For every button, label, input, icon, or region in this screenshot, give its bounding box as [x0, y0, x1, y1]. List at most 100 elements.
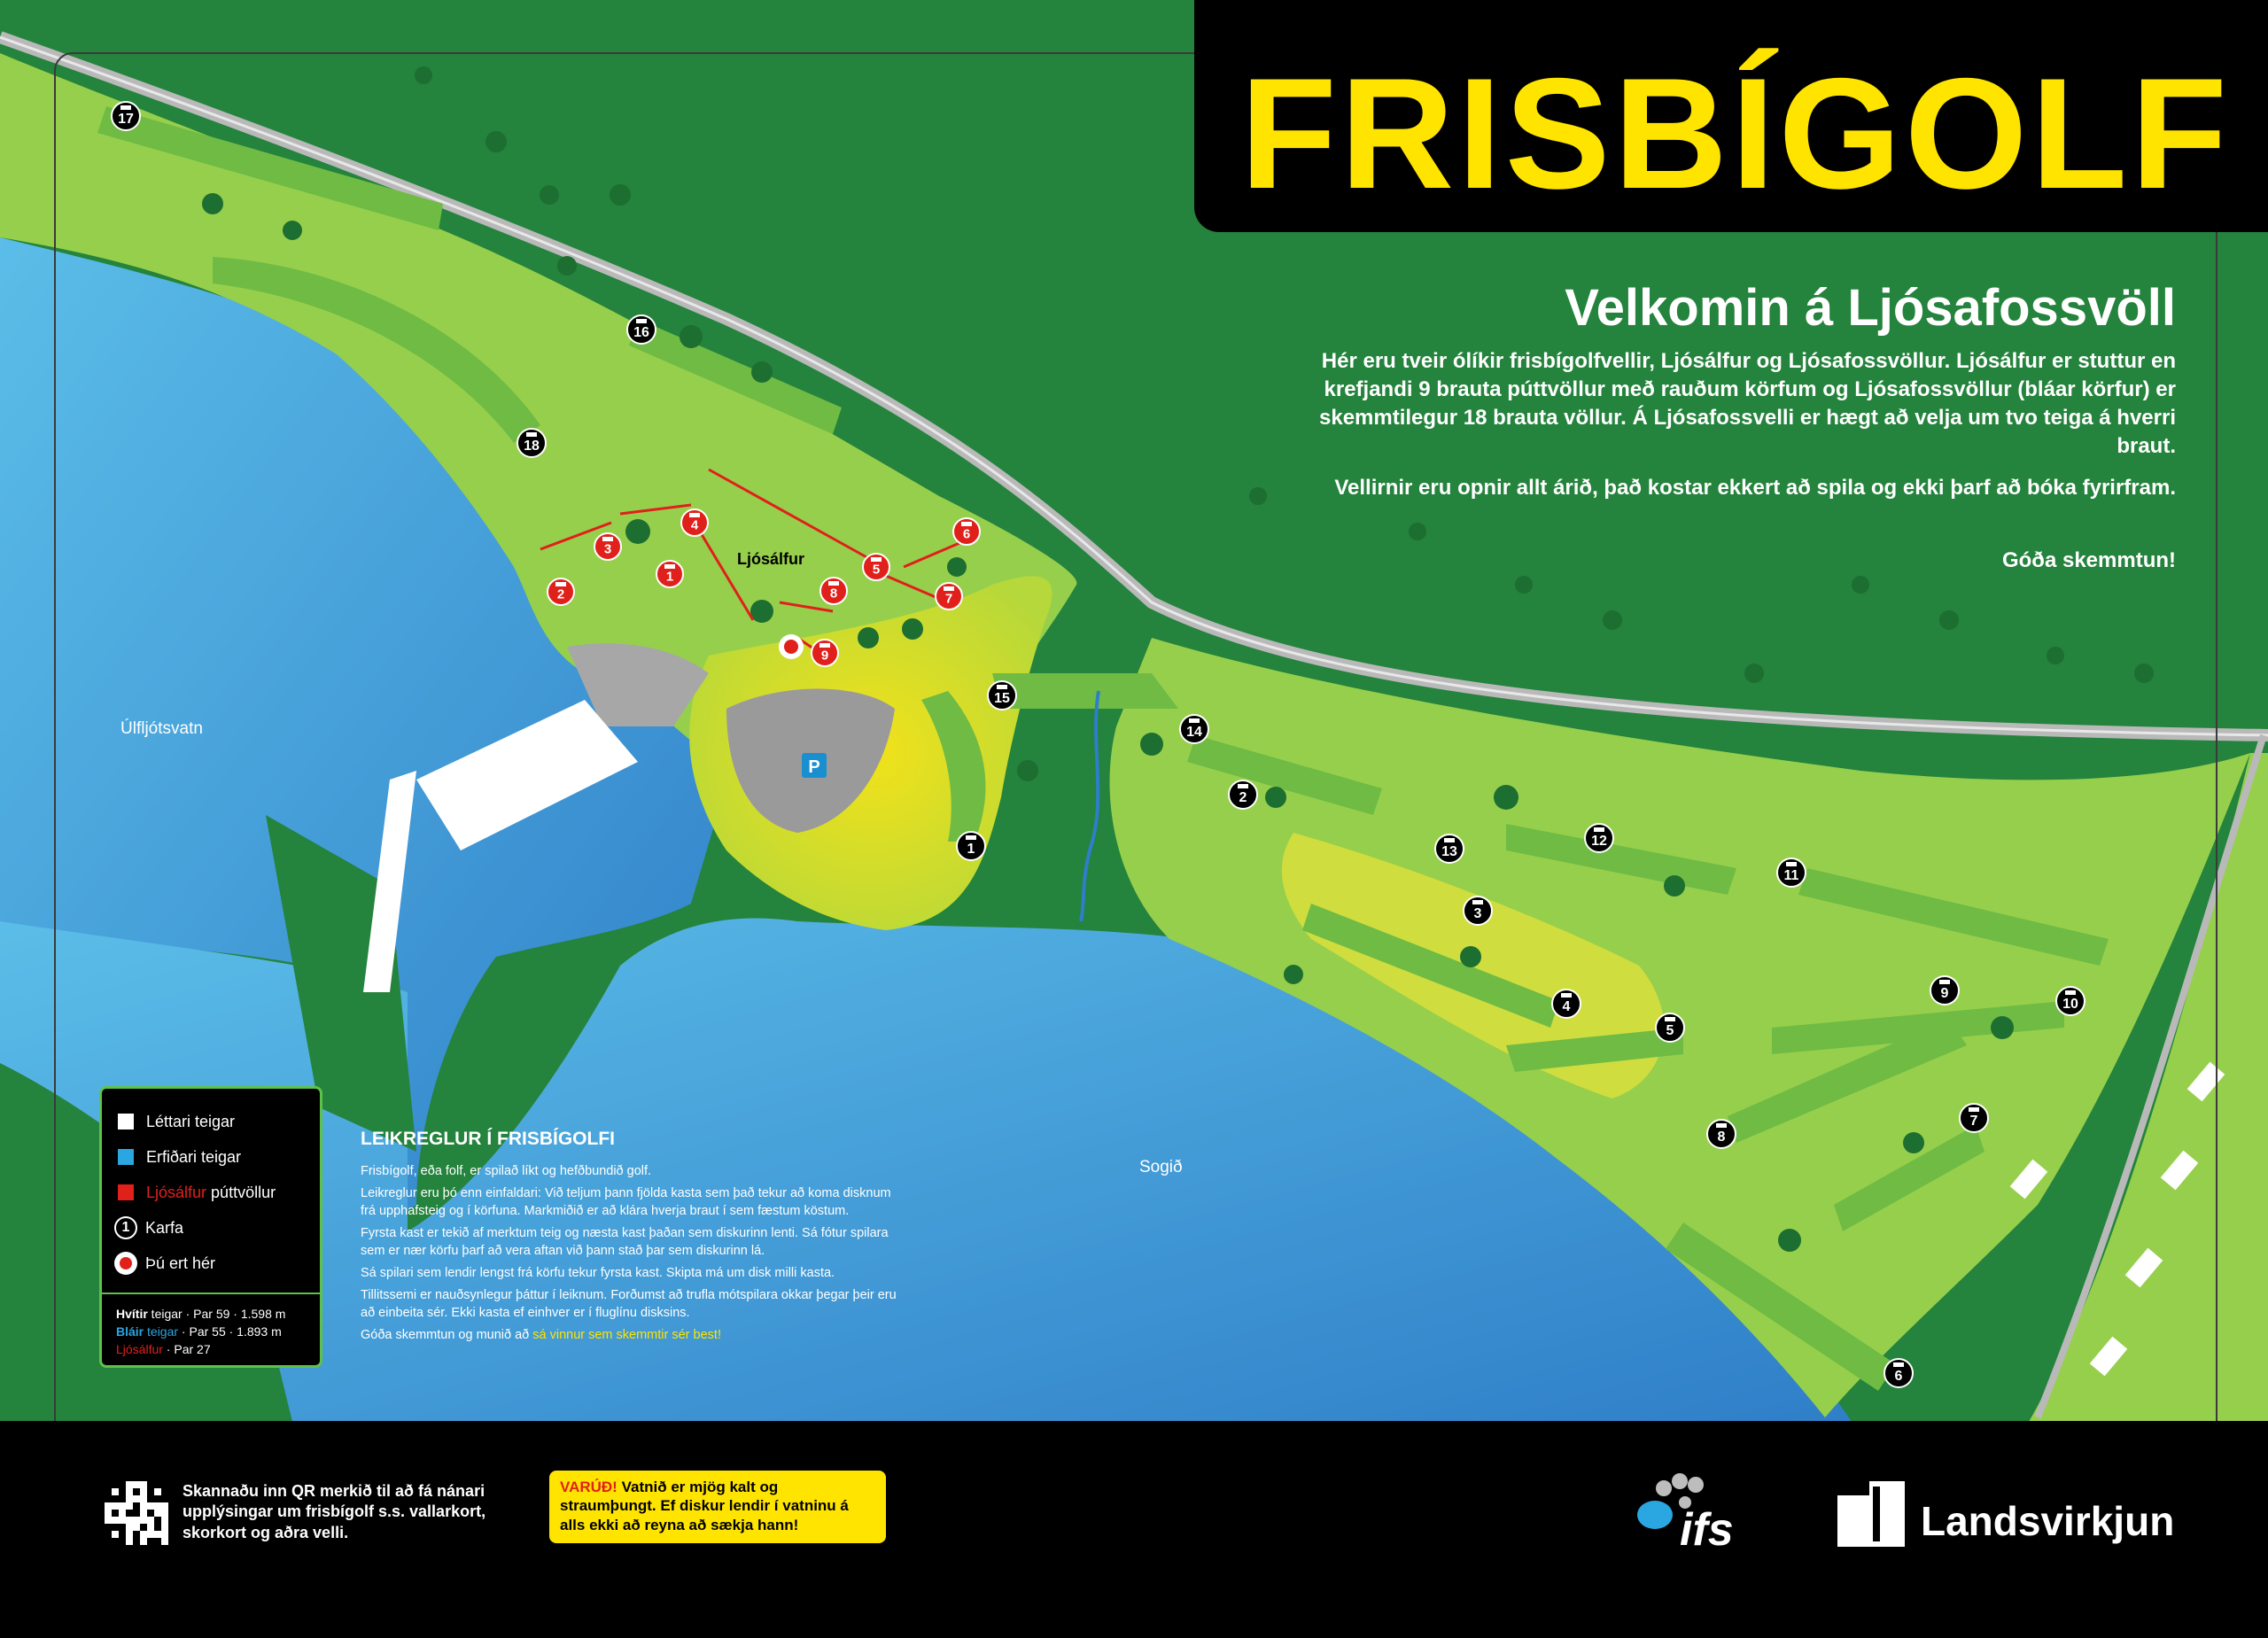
basket-6: 6: [1884, 1358, 1914, 1388]
basket-7: 7: [1959, 1103, 1989, 1133]
basket-number: 12: [1591, 834, 1607, 849]
page-title: FRISBÍGOLF: [1240, 45, 2231, 221]
fairway-8-9: [1728, 1001, 2064, 1143]
basket-circle: [1179, 714, 1209, 744]
welcome-closing: Góða skemmtun!: [2001, 548, 2176, 572]
sponsor-name: Landsvirkjun: [1921, 1498, 2175, 1544]
basket-number: 1: [666, 570, 673, 585]
legend-easy-tee: Léttari teigar: [118, 1108, 235, 1135]
basket-number: 7: [945, 592, 952, 607]
warning-box: VARÚÐ! Vatnið er mjög kalt og straumþung…: [549, 1471, 886, 1543]
basket-number: 3: [1474, 906, 1482, 921]
basket-4: 4: [1551, 989, 1581, 1019]
basket-icon: [2065, 990, 2076, 995]
basket-circle: [1959, 1103, 1989, 1133]
stream: [1079, 690, 1100, 922]
basket-circle: [1584, 823, 1614, 853]
title-banner: [1194, 0, 2268, 232]
basket-icon: [1969, 1107, 1979, 1112]
rules-title: LEIKREGLUR Í FRISBÍGOLFI: [361, 1129, 615, 1149]
qr-instructions: Skannaðu inn QR merkið til að fá nánari …: [183, 1482, 486, 1541]
basket-number: 6: [963, 527, 970, 542]
basket-number: 5: [1666, 1023, 1674, 1038]
basket-circle: [680, 508, 709, 537]
basket-icon: [1893, 1362, 1904, 1367]
warning-lead: VARÚÐ!: [560, 1479, 617, 1495]
basket-icon: [1444, 838, 1455, 842]
par-blue-name: Bláir: [116, 1324, 144, 1339]
lake-ulfljotsvatn: [0, 237, 735, 1223]
par-red-name: Ljósálfur: [116, 1342, 163, 1356]
tree-clusters: [202, 66, 2154, 1252]
basket-icon: [602, 537, 613, 541]
ifs-logo-text: ifs: [1680, 1504, 1734, 1556]
basket-13: 13: [1434, 834, 1464, 864]
welcome-paragraph: Hér eru tveir ólíkir frisbígolfvellir, L…: [1319, 349, 2176, 459]
basket-circle: [547, 578, 575, 606]
rules-closing-lead: Góða skemmtun og munið að: [361, 1328, 533, 1342]
legend-you-are-here: Þú ert hér: [114, 1250, 215, 1277]
basket-icon: [1238, 784, 1248, 788]
welcome-heading: Velkomin á Ljósafossvöll: [1565, 279, 2176, 337]
ifs-logo-icon: ifs: [1637, 1473, 1734, 1556]
basket-number: 17: [118, 112, 134, 127]
pier: [416, 700, 638, 850]
basket-number: 11: [1784, 868, 1799, 883]
river-label: Sogið: [1139, 1158, 1183, 1176]
road-highway-edge: [0, 35, 2268, 737]
legend-basket: 1 Karfa: [114, 1215, 183, 1241]
legend-divider: [102, 1293, 320, 1294]
qr-code-icon[interactable]: [105, 1481, 168, 1545]
basket-circle: [819, 577, 848, 605]
blue-tee-swatch: [118, 1149, 134, 1165]
basket-15: 15: [987, 680, 1017, 710]
basket-5: 5: [1655, 1013, 1685, 1043]
basket-icon: [828, 581, 839, 586]
basket-number: 16: [633, 325, 649, 340]
basket-number: 9: [821, 648, 828, 664]
basket-circle: [952, 517, 981, 546]
rules-paragraph: Leikreglur eru þó enn einfaldari: Við te…: [361, 1186, 891, 1218]
basket-8: 8: [1706, 1119, 1736, 1149]
basket-17: 17: [111, 101, 141, 131]
par-blue: Bláir teigar · Par 55 · 1.893 m: [116, 1324, 282, 1339]
basket-number: 13: [1441, 844, 1457, 859]
par-red: Ljósálfur · Par 27: [116, 1342, 211, 1356]
basket-icon: [997, 685, 1007, 689]
par-white-details: teigar · Par 59 · 1.598 m: [147, 1307, 286, 1321]
rules-paragraph: Sá spilari sem lendir lengst frá körfu t…: [361, 1266, 835, 1280]
basket-icon: [1786, 862, 1797, 866]
putt-basket-7: 7: [935, 582, 963, 610]
basket-circle: [1776, 858, 1806, 888]
basket-circle: [111, 101, 141, 131]
white-tee-swatch: [118, 1114, 134, 1130]
legend-label: Léttari teigar: [146, 1112, 236, 1130]
you-are-here-marker: [779, 634, 804, 659]
legend-putt-course: Ljósálfur púttvöllur: [118, 1179, 276, 1206]
basket-circle: [517, 428, 547, 458]
basket-icon: [664, 564, 675, 569]
basket-circle: [1706, 1119, 1736, 1149]
landsvirkjun-logo-icon: [1837, 1481, 1905, 1547]
parking-sign-letter: P: [808, 757, 819, 777]
basket-circle: [1930, 975, 1960, 1005]
basket-number: 1: [967, 842, 975, 857]
basket-icon: [1472, 900, 1483, 904]
putting-course-label: Ljósálfur: [737, 550, 805, 568]
basket-circle: [1551, 989, 1581, 1019]
rules-paragraph: Frisbígolf, eða folf, er spilað líkt og …: [361, 1164, 652, 1178]
par-blue-details: · Par 55 · 1.893 m: [178, 1324, 282, 1339]
basket-circle: [935, 582, 963, 610]
paved-area: [567, 643, 709, 726]
rules-section: LEIKREGLUR Í FRISBÍGOLFI Frisbígolf, eða…: [361, 1129, 901, 1348]
basket-10: 10: [2055, 986, 2085, 1016]
basket-icon: [1189, 718, 1200, 723]
par-red-details: · Par 27: [162, 1342, 211, 1356]
putt-basket-5: 5: [862, 553, 890, 581]
basket-number: 18: [524, 439, 540, 454]
basket-16: 16: [626, 314, 656, 345]
legend-label: Erfiðari teigar: [146, 1147, 242, 1166]
basket-circle: [2055, 986, 2085, 1016]
